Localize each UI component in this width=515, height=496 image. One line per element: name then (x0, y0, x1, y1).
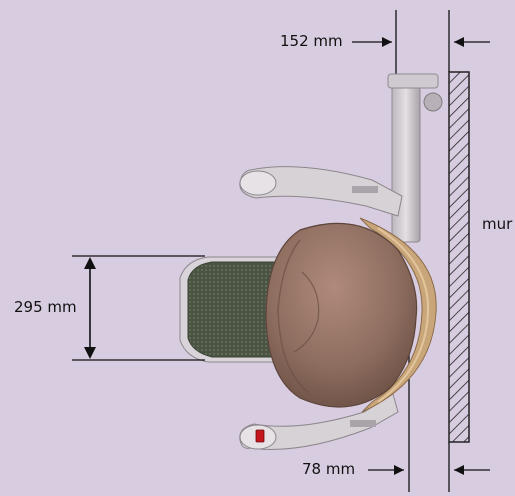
indicator-light (255, 429, 265, 443)
armrest-top (239, 166, 403, 217)
armrest-bottom (239, 393, 399, 450)
wall-label: mur (482, 215, 513, 233)
dimension-bottom (368, 465, 490, 475)
seat-rim (359, 217, 437, 413)
wall (448, 71, 470, 443)
wall-hatched (448, 71, 470, 443)
dimension-label-footrest: 295 mm (14, 298, 77, 316)
dimension-footrest (72, 255, 205, 361)
rail-bolt (423, 92, 443, 112)
rail-column (387, 73, 443, 243)
dimension-label-bottom: 78 mm (302, 460, 356, 478)
dimension-label-top: 152 mm (280, 32, 343, 50)
seat-cushion (265, 222, 418, 408)
dimension-top (352, 37, 490, 47)
seat (265, 222, 418, 408)
